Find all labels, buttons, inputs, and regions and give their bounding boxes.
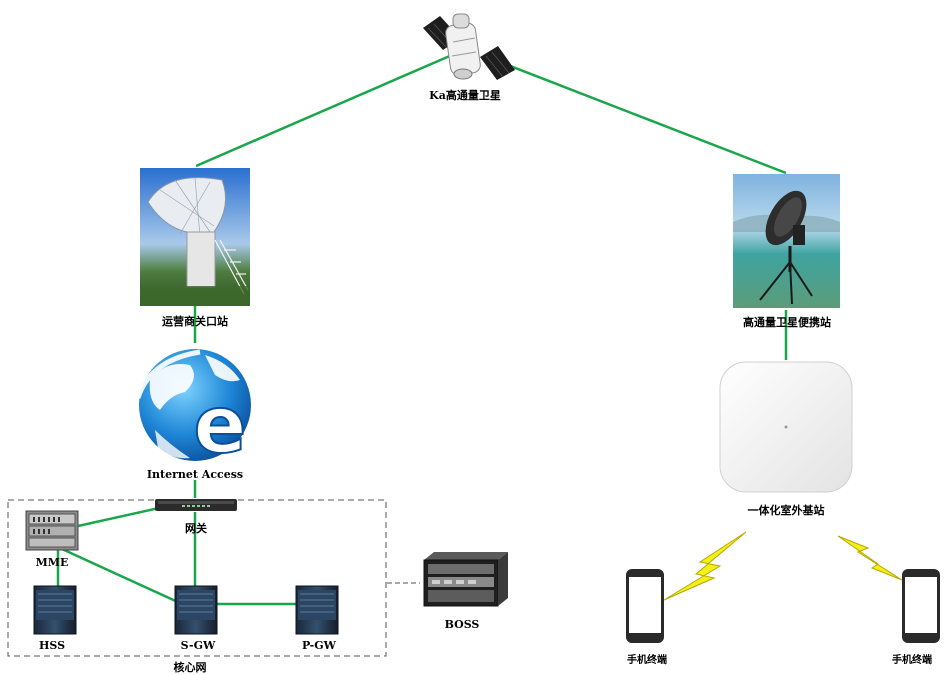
svg-text:e: e (194, 381, 247, 471)
pgw-label: P-GW (302, 639, 336, 652)
internet-globe-icon: e (133, 343, 257, 472)
core-network-boundary (7, 499, 387, 657)
base-station-label: 一体化室外基站 (747, 504, 825, 517)
chassis-server-icon (25, 510, 79, 551)
cabinet-server-icon (295, 585, 339, 635)
satellite-icon (423, 13, 515, 80)
large-dish-antenna-icon (140, 168, 250, 306)
gateway-station-label: 运营商关口站 (162, 315, 228, 328)
right-lightning-icon (837, 535, 903, 581)
link-satellite-gateway-station (195, 53, 453, 168)
links (56, 53, 788, 606)
link-satellite-portable-station (499, 60, 787, 175)
portable-station-label: 高通量卫星便携站 (743, 316, 831, 329)
rack-server-icon (423, 552, 508, 607)
gateway-label: 网关 (185, 522, 207, 535)
router-icon (155, 499, 237, 511)
hss-label: HSS (38, 639, 66, 652)
portable-dish-antenna-icon (733, 174, 840, 308)
left-lightning-icon (663, 531, 747, 601)
access-point-icon (719, 361, 853, 493)
boss-label: BOSS (444, 618, 480, 631)
mme-label: MME (35, 556, 69, 569)
satellite-label: Ka高通量卫星 (429, 89, 501, 102)
link-gateway-mme (77, 504, 169, 528)
mobile-phone-icon (902, 569, 940, 643)
mobile-phone-icon (626, 569, 664, 643)
core-network-label: 核心网 (173, 661, 207, 674)
cabinet-server-icon (33, 585, 77, 635)
sgw-label: S-GW (180, 639, 216, 652)
cabinet-server-icon (174, 585, 218, 635)
internet-label: Internet Access (146, 468, 244, 481)
link-mme-sgw (61, 547, 181, 605)
phone-right-label: 手机终端 (892, 655, 932, 666)
phone-left-label: 手机终端 (627, 655, 667, 666)
